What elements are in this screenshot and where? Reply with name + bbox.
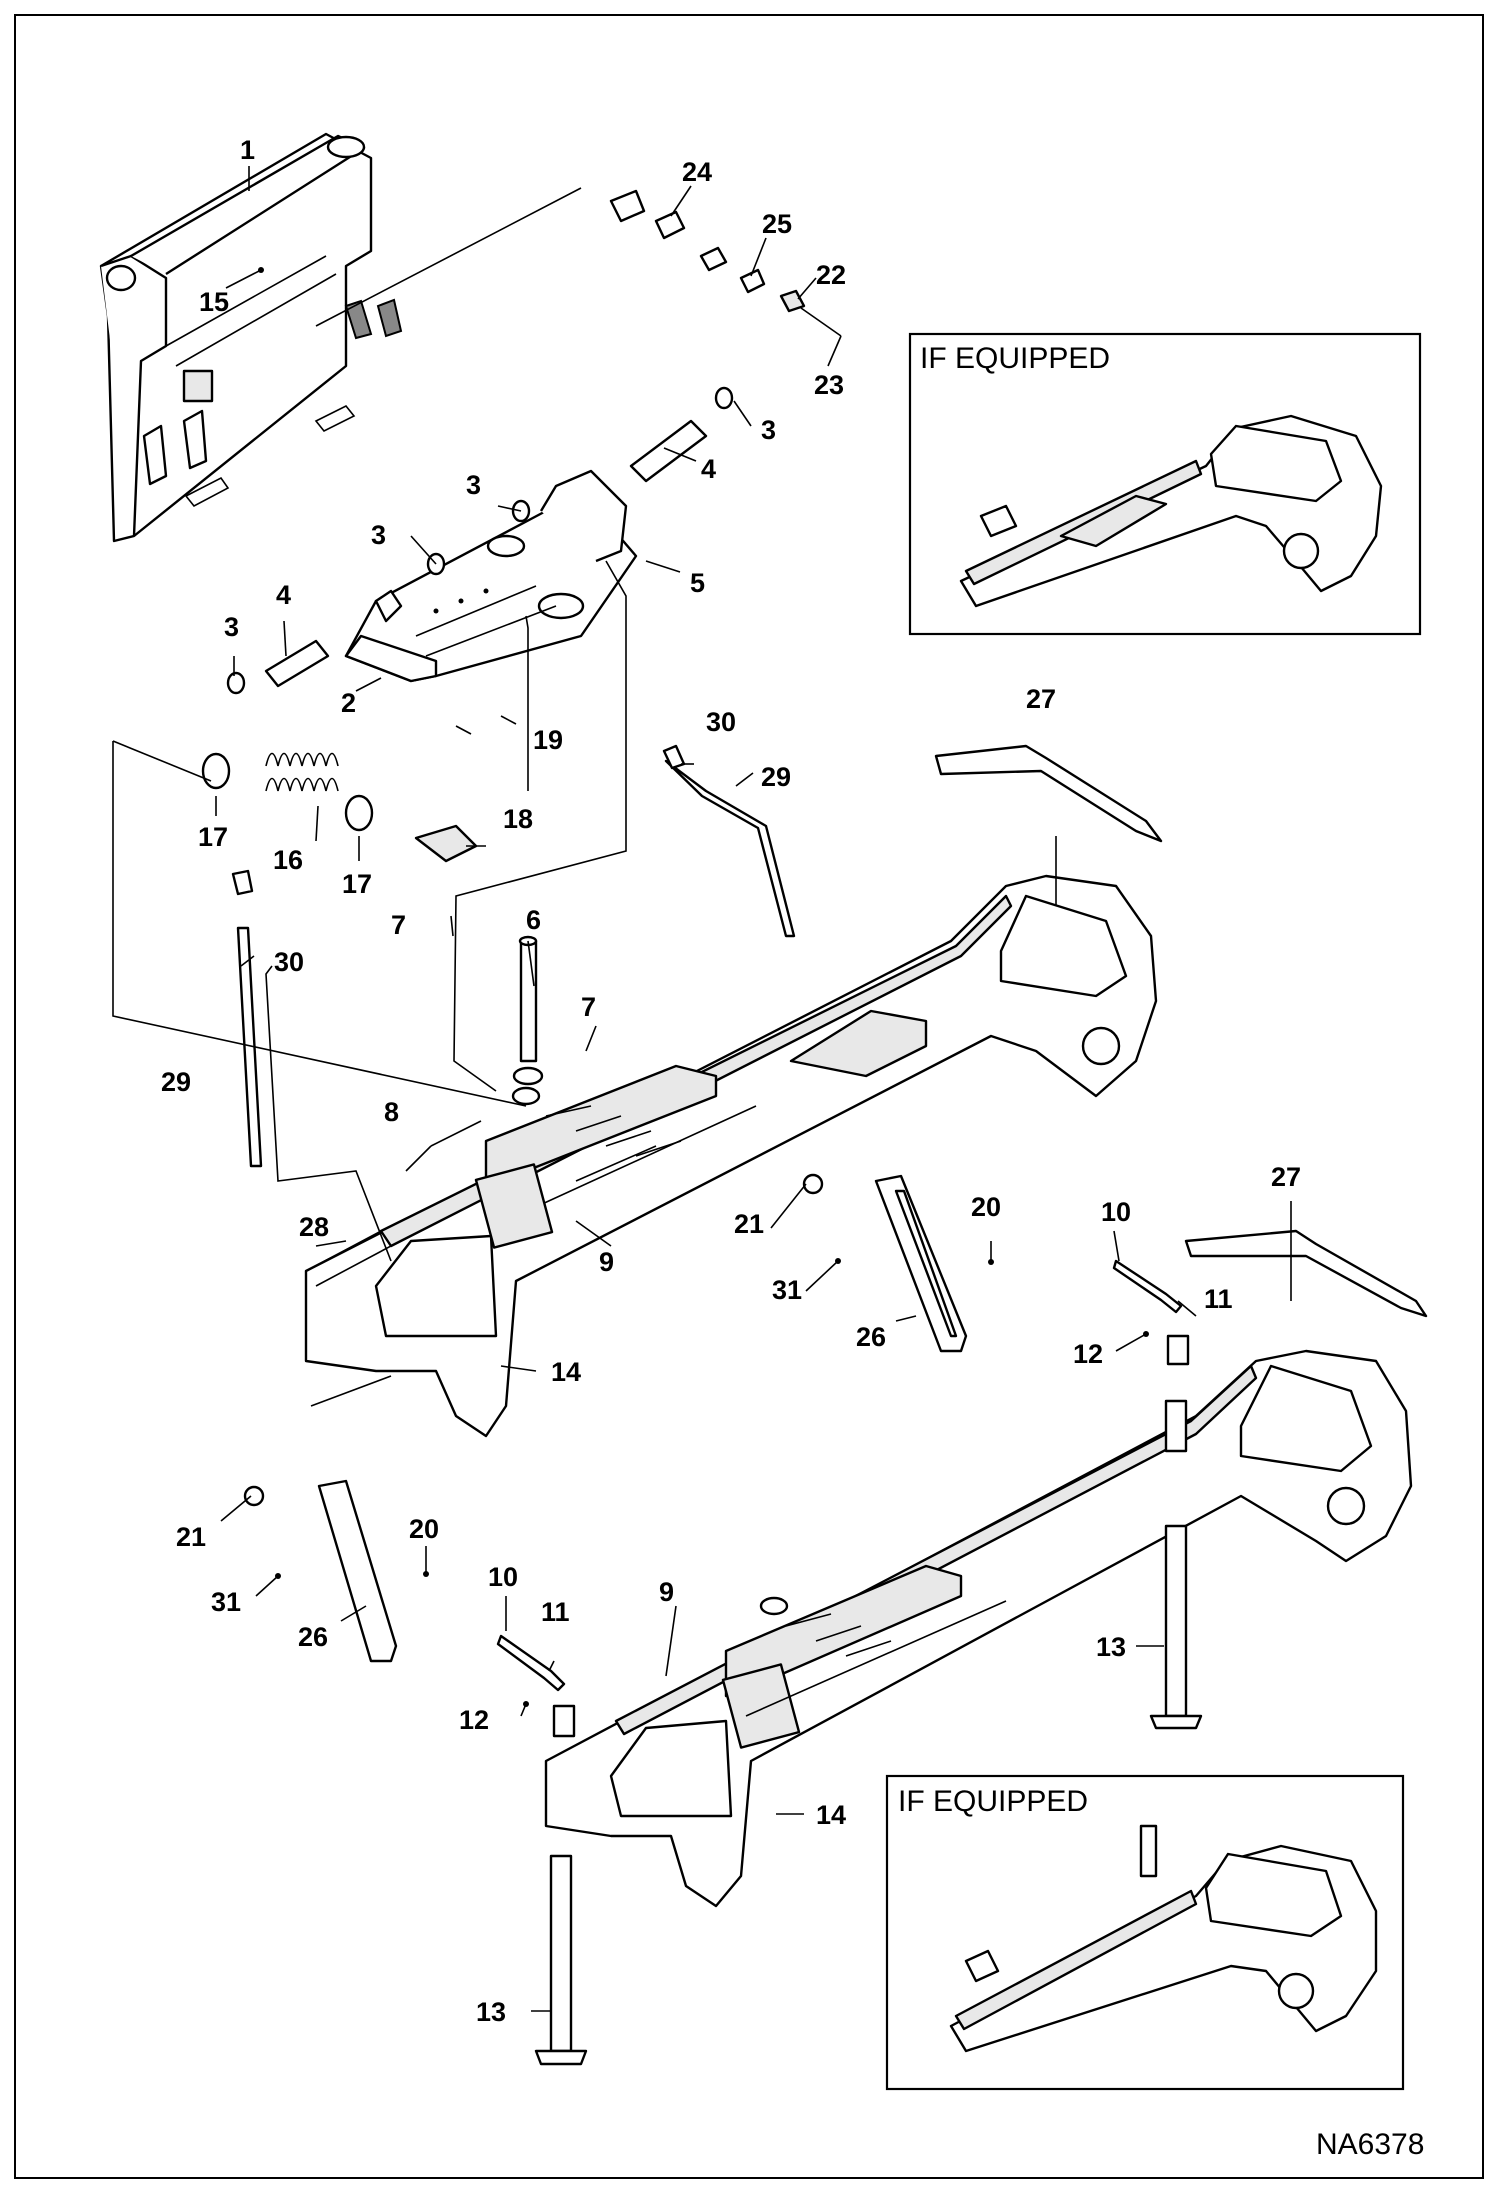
callout-21: 21 (176, 1522, 206, 1552)
callout-9: 9 (599, 1247, 614, 1277)
callout-13: 13 (476, 1997, 506, 2027)
callout-3: 3 (224, 612, 239, 642)
callout-15: 15 (199, 287, 229, 317)
callout-18: 18 (503, 804, 533, 834)
callout-20: 20 (971, 1192, 1001, 1222)
callout-27: 27 (1271, 1162, 1301, 1192)
callout-26: 26 (856, 1322, 886, 1352)
drawing-reference-code: NA6378 (1316, 2128, 1424, 2161)
callout-2: 2 (341, 688, 356, 718)
callout-3: 3 (466, 470, 481, 500)
jack-post-lower-right (1112, 1259, 1203, 1730)
callout-7: 7 (391, 910, 406, 940)
callout-6: 6 (526, 905, 541, 935)
carrier-frame-lower (544, 1349, 1413, 1908)
inset-label-bottom: IF EQUIPPED (898, 1785, 1088, 1818)
callout-1: 1 (240, 135, 255, 165)
callout-23: 23 (814, 370, 844, 400)
callout-31: 31 (772, 1275, 802, 1305)
callout-29: 29 (161, 1067, 191, 1097)
callout-26: 26 (298, 1622, 328, 1652)
callout-4: 4 (276, 580, 291, 610)
latch-spring-assembly (201, 752, 478, 863)
callout-4: 4 (701, 454, 716, 484)
jack-post-lower-left (496, 1634, 588, 2066)
attachment-mounting-plate (99, 132, 403, 543)
callout-21: 21 (734, 1209, 764, 1239)
parts-diagram-frame: 1 2 3 3 3 3 4 4 5 6 7 7 8 9 9 10 10 11 1… (14, 14, 1484, 2179)
callout-10: 10 (488, 1562, 518, 1592)
callout-14: 14 (816, 1800, 846, 1830)
callout-3: 3 (761, 415, 776, 445)
callout-16: 16 (273, 845, 303, 875)
callout-12: 12 (1073, 1339, 1103, 1369)
exploded-parts-diagram: 1 2 3 3 3 3 4 4 5 6 7 7 8 9 9 10 10 11 1… (99, 132, 1428, 2161)
callout-30: 30 (274, 947, 304, 977)
callout-30: 30 (706, 707, 736, 737)
detent-hardware (315, 187, 842, 337)
support-stand-upper-left (243, 1479, 429, 1663)
cutting-edge-lower (1184, 1229, 1428, 1318)
callout-24: 24 (682, 157, 712, 187)
leader-lines (112, 166, 1292, 2012)
lever-and-pins-upper (231, 744, 796, 1249)
callout-29: 29 (761, 762, 791, 792)
callout-12: 12 (459, 1705, 489, 1735)
callout-11: 11 (541, 1597, 570, 1627)
callout-5: 5 (690, 568, 705, 598)
carrier-frame-upper (304, 874, 1158, 1438)
callout-20: 20 (409, 1514, 439, 1544)
callout-27: 27 (1026, 684, 1056, 714)
callout-25: 25 (762, 209, 792, 239)
inset-label-top: IF EQUIPPED (920, 342, 1110, 375)
callout-8: 8 (384, 1097, 399, 1127)
callout-10: 10 (1101, 1197, 1131, 1227)
callout-31: 31 (211, 1587, 241, 1617)
callout-17: 17 (198, 822, 228, 852)
inset-box-top (908, 332, 1422, 636)
callout-7: 7 (581, 992, 596, 1022)
callout-28: 28 (299, 1212, 329, 1242)
callout-19: 19 (533, 725, 563, 755)
callout-22: 22 (816, 260, 846, 290)
quick-attach-frame (344, 469, 638, 683)
inset-box-bottom (885, 1774, 1405, 2091)
callout-14: 14 (551, 1357, 581, 1387)
callout-9: 9 (659, 1577, 674, 1607)
callout-17: 17 (342, 869, 372, 899)
callout-11: 11 (1204, 1284, 1233, 1314)
callout-labels: 1 2 3 3 3 3 4 4 5 6 7 7 8 9 9 10 10 11 1… (161, 135, 1424, 2161)
callout-13: 13 (1096, 1632, 1126, 1662)
pivot-pins-and-rings (226, 386, 734, 695)
callout-3: 3 (371, 520, 386, 550)
support-stand-upper-right (802, 1173, 994, 1353)
cutting-edge-upper (934, 744, 1163, 843)
